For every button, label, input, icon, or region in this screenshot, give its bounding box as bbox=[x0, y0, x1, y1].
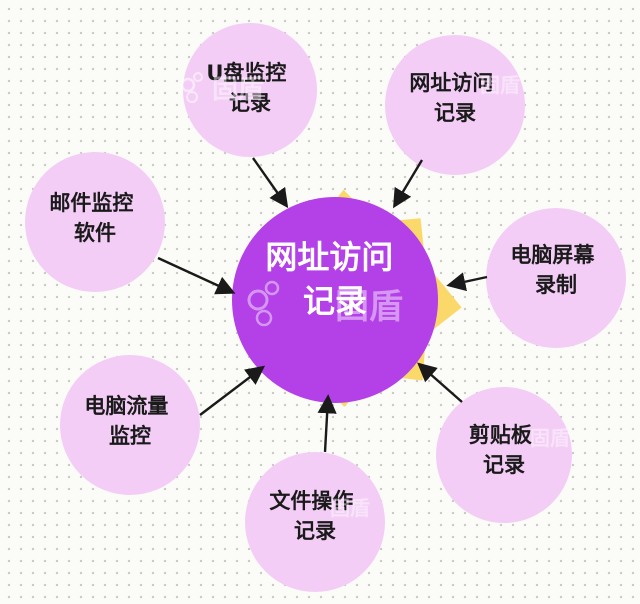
watermark-logo: 固盾 bbox=[530, 426, 570, 450]
svg-text:电脑屏幕 录制: 电脑屏幕 录制 bbox=[510, 243, 601, 297]
node-label-line: 软件 bbox=[74, 221, 116, 245]
node-label-line: 记录 bbox=[294, 519, 336, 543]
node-usb-monitoring: U盘监控 记录 bbox=[183, 23, 317, 157]
node-file-operation: 文件操作 记录 bbox=[245, 452, 385, 592]
center-node bbox=[232, 197, 438, 403]
svg-text:剪贴板 记录: 剪贴板 记录 bbox=[469, 423, 539, 477]
node-label-line: 记录 bbox=[229, 91, 271, 115]
node-traffic-monitoring: 电脑流量 监控 bbox=[60, 355, 200, 495]
node-label-line: 电脑屏幕 bbox=[510, 243, 595, 267]
node-clipboard: 剪贴板 记录 bbox=[436, 387, 572, 523]
node-label-line: 邮件监控 bbox=[49, 191, 133, 215]
watermark-text: 固盾 bbox=[530, 426, 570, 450]
svg-text:网址访问 记录: 网址访问 记录 bbox=[409, 71, 500, 125]
arrow-traffic-to-center bbox=[199, 365, 266, 416]
node-web-access: 网址访问 记录 bbox=[385, 35, 525, 175]
svg-text:U盘监控 记录: U盘监控 记录 bbox=[206, 61, 293, 115]
arrow-email-to-center bbox=[157, 256, 236, 295]
watermark-text: 固盾 bbox=[212, 75, 264, 105]
center-label-line-1: 网址访问 bbox=[265, 238, 393, 276]
watermark-text: 固盾 bbox=[335, 287, 403, 327]
center-label-line-2: 记录 bbox=[303, 282, 367, 320]
node-email-monitoring: 邮件监控 软件 bbox=[25, 152, 165, 292]
node-label-line: 网址访问 bbox=[409, 71, 493, 95]
node-label-line: 文件操作 bbox=[269, 489, 353, 513]
node-label-line: 电脑流量 bbox=[84, 394, 168, 418]
watermark-logo: 固盾 bbox=[180, 72, 264, 105]
svg-text:文件操作 记录: 文件操作 记录 bbox=[269, 489, 360, 543]
node-label-line: U盘监控 bbox=[206, 61, 286, 85]
watermark-logo: 固盾 bbox=[330, 496, 370, 520]
watermark-logo: 固盾 bbox=[480, 73, 520, 97]
center-node-label: 网址访问 记录 bbox=[265, 238, 404, 320]
arrow-usb-to-center bbox=[252, 157, 289, 209]
node-label-line: 录制 bbox=[535, 273, 577, 297]
node-label-line: 记录 bbox=[434, 101, 476, 125]
watermark-text: 固盾 bbox=[330, 496, 370, 520]
node-label-line: 记录 bbox=[483, 453, 525, 477]
node-screen-recording: 电脑屏幕 录制 bbox=[486, 208, 626, 348]
node-label-line: 剪贴板 bbox=[469, 423, 533, 447]
arrow-screen-to-center bbox=[446, 272, 488, 292]
watermark-text: 固盾 bbox=[480, 73, 520, 97]
arrow-clipboard-to-center bbox=[417, 362, 463, 403]
arrow-web-to-center bbox=[393, 159, 424, 209]
node-label-line: 监控 bbox=[109, 424, 151, 448]
svg-text:电脑流量 监控: 电脑流量 监控 bbox=[84, 394, 175, 448]
svg-text:邮件监控 软件: 邮件监控 软件 bbox=[49, 191, 140, 245]
arrow-file-to-center bbox=[317, 394, 337, 453]
watermark-logo: 固盾 bbox=[247, 280, 403, 327]
